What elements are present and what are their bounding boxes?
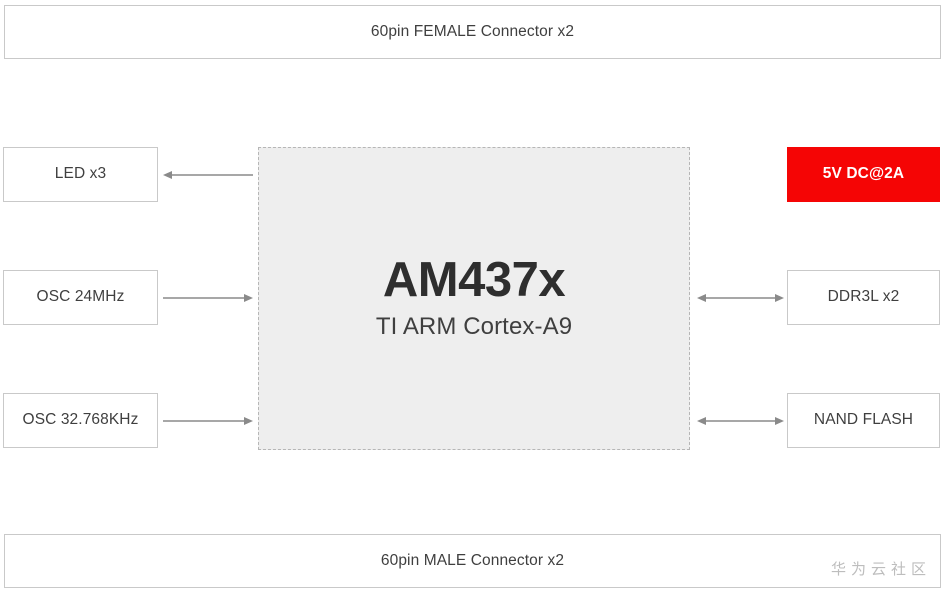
- block-osc-32768khz: OSC 32.768KHz: [3, 393, 158, 448]
- soc-description: TI ARM Cortex-A9: [375, 312, 573, 340]
- block-led-label: LED x3: [54, 165, 107, 183]
- block-osc-24mhz-label: OSC 24MHz: [36, 288, 125, 306]
- connector-bottom-label: 60pin MALE Connector x2: [380, 551, 565, 569]
- connector-top-bar: 60pin FEMALE Connector x2: [4, 5, 941, 59]
- block-osc-32768khz-label: OSC 32.768KHz: [22, 411, 139, 429]
- block-power-supply-label: 5V DC@2A: [822, 165, 905, 183]
- block-nand-flash-label: NAND FLASH: [813, 411, 914, 429]
- block-ddr3l: DDR3L x2: [787, 270, 940, 325]
- block-power-supply: 5V DC@2A: [787, 147, 940, 202]
- block-osc-24mhz: OSC 24MHz: [3, 270, 158, 325]
- block-led: LED x3: [3, 147, 158, 202]
- arrow-soc-ddr3l-bidirectional-icon: [697, 288, 784, 308]
- arrow-soc-to-led-icon: [163, 165, 253, 185]
- connector-top-label: 60pin FEMALE Connector x2: [370, 22, 575, 40]
- block-ddr3l-label: DDR3L x2: [827, 288, 900, 306]
- block-soc-am437x: AM437x TI ARM Cortex-A9: [258, 147, 690, 450]
- arrow-osc-24mhz-to-soc-icon: [163, 288, 253, 308]
- connector-bottom-bar: 60pin MALE Connector x2: [4, 534, 941, 588]
- block-nand-flash: NAND FLASH: [787, 393, 940, 448]
- arrow-soc-nand-flash-bidirectional-icon: [697, 411, 784, 431]
- arrow-osc-32768khz-to-soc-icon: [163, 411, 253, 431]
- soc-name: AM437x: [382, 253, 566, 308]
